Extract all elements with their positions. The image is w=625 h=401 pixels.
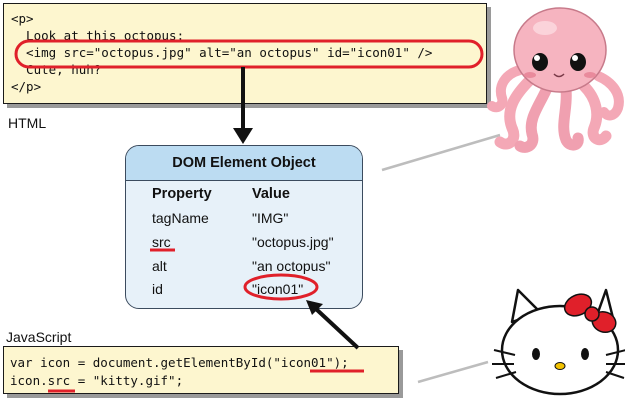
property-tagname: tagName	[152, 210, 209, 226]
kitty-connector-line	[417, 360, 489, 384]
property-id: id	[152, 281, 163, 297]
html-to-dom-arrowhead	[233, 128, 253, 144]
property-alt: alt	[152, 258, 167, 274]
value-src: "octopus.jpg"	[252, 234, 334, 250]
javascript-label: JavaScript	[6, 329, 72, 345]
value-id: "icon01"	[252, 281, 304, 297]
html-code-line: <img src="octopus.jpg" alt="an octopus" …	[11, 45, 433, 60]
octopus-connector-line	[381, 133, 501, 172]
id-value-highlight	[243, 273, 319, 301]
value-column-header: Value	[252, 186, 290, 202]
value-alt: "an octopus"	[252, 258, 331, 274]
js-to-dom-arrow	[313, 306, 360, 350]
property-column-header: Property	[152, 186, 212, 202]
img-tag-highlight	[14, 39, 484, 69]
property-src: src	[152, 234, 171, 250]
html-code-line: <p>	[11, 11, 34, 26]
hello-kitty-icon	[492, 288, 625, 396]
dom-box-title: DOM Element Object	[126, 146, 362, 181]
js-code-line: var icon = document.getElementById("icon…	[10, 355, 349, 370]
js-to-dom-arrowhead	[306, 300, 323, 315]
html-label: HTML	[8, 115, 47, 131]
html-code-line: Look at this octopus:	[11, 28, 185, 43]
js-code-line: icon.src = "kitty.gif";	[10, 373, 184, 388]
dom-element-object-box: DOM Element Object Property Value tagNam…	[125, 145, 363, 309]
octopus-icon	[487, 7, 624, 153]
value-tagname: "IMG"	[252, 210, 289, 226]
html-code-line: </p>	[11, 79, 42, 94]
